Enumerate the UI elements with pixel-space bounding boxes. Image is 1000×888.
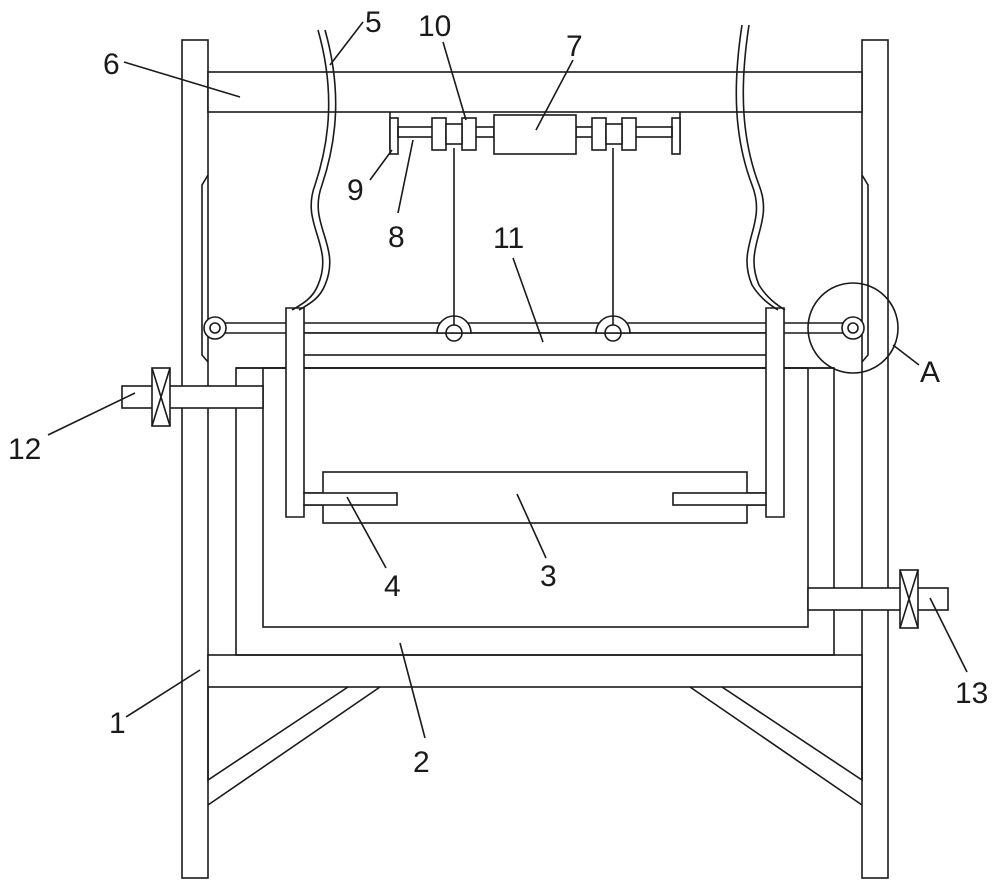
label-4: 4 — [384, 570, 401, 603]
leader-lines — [47, 21, 968, 739]
spool-left-b — [461, 117, 477, 151]
inlet-pipe — [121, 385, 264, 409]
right-guide — [861, 174, 869, 363]
label-5: 5 — [365, 6, 382, 39]
drive-assembly — [389, 112, 681, 155]
inlet-valve-assembly — [121, 367, 264, 427]
spool-left-a — [431, 117, 447, 151]
left-guide — [201, 174, 209, 363]
label-1: 1 — [109, 707, 126, 740]
label-8: 8 — [388, 221, 405, 254]
hose-right — [735, 24, 779, 311]
callout-labels: 5 10 7 6 9 8 11 A 12 4 3 13 1 2 — [8, 6, 988, 779]
label-3: 3 — [540, 560, 557, 593]
right-post — [861, 39, 889, 879]
label-12: 12 — [8, 433, 41, 466]
hose-left — [291, 29, 330, 311]
detail-a-circle — [807, 282, 899, 374]
bearing-left — [389, 117, 399, 155]
spool-right-b — [621, 117, 637, 151]
left-post — [181, 39, 209, 879]
label-9: 9 — [347, 174, 364, 207]
outlet-valve-assembly — [807, 569, 949, 629]
top-beam — [207, 71, 863, 113]
label-13: 13 — [955, 677, 988, 710]
label-2: 2 — [413, 746, 430, 779]
outlet-pipe — [807, 587, 949, 611]
spool-right-a — [591, 117, 607, 151]
label-a: A — [920, 356, 940, 389]
cross-bar — [299, 332, 771, 356]
bearing-right — [671, 117, 681, 155]
label-6: 6 — [103, 48, 120, 81]
motor — [493, 114, 577, 155]
right-brace — [689, 686, 863, 806]
lower-crossbar — [207, 654, 863, 688]
label-10: 10 — [418, 10, 451, 43]
left-brace — [207, 686, 381, 806]
label-11: 11 — [493, 222, 524, 255]
label-7: 7 — [566, 30, 583, 63]
